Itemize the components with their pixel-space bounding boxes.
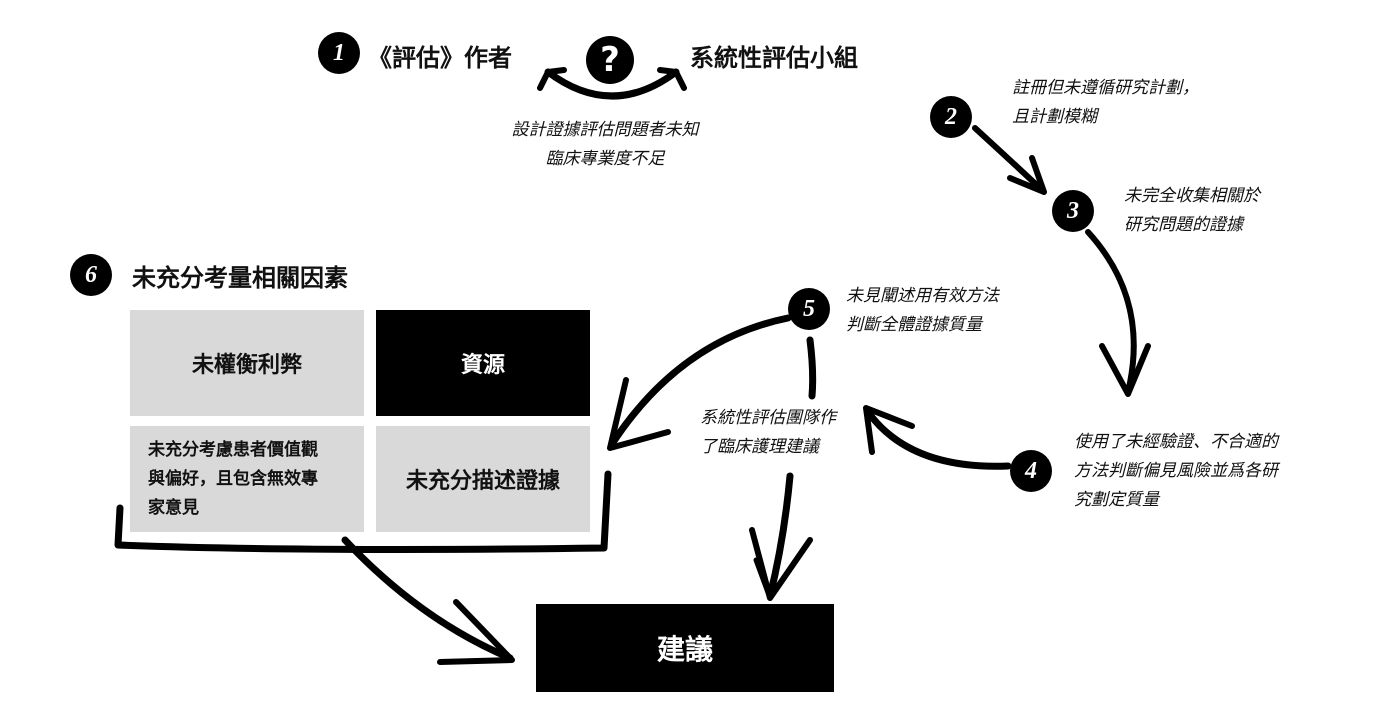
step-4-note-line: 使用了未經驗證、不合適的 — [1074, 432, 1278, 452]
arrow-factors-to-recommendation — [341, 536, 514, 662]
box-patient-values-line: 未充分考慮患者價值觀 — [148, 439, 318, 460]
step-3-note-line: 研究問題的證據 — [1124, 215, 1243, 235]
top-note: 設計證據評估問題者未知 臨床專業度不足 — [470, 116, 740, 174]
team-label: 系統性評估小組 — [690, 43, 858, 72]
box-resources: 資源 — [376, 310, 590, 416]
step-6-badge: 6 — [70, 254, 112, 296]
step-2-badge: 2 — [930, 96, 972, 138]
arrow-5-to-factors — [608, 314, 792, 448]
team-care-note-line: 了臨床護理建議 — [700, 437, 819, 457]
step-5-note-line: 判斷全體證據質量 — [846, 315, 982, 335]
step-4-badge: 4 — [1010, 450, 1052, 492]
step-5-badge: 5 — [788, 288, 830, 330]
arrow-2-to-3 — [972, 125, 1045, 193]
step-2-note-line: 且計劃模糊 — [1012, 107, 1097, 127]
recommendation-box: 建議 — [536, 604, 834, 692]
step-5-note: 未見闡述用有效方法 判斷全體證據質量 — [846, 282, 999, 340]
step-4-note-line: 方法判斷偏見風險並爲各研 — [1074, 461, 1278, 481]
step-1-badge: 1 — [318, 32, 360, 74]
step-3-note: 未完全收集相關於 研究問題的證據 — [1124, 182, 1260, 240]
line-5-down — [806, 336, 817, 400]
box-evidence: 未充分描述證據 — [376, 426, 590, 532]
step-3-badge: 3 — [1052, 190, 1094, 232]
box-balance: 未權衡利弊 — [130, 310, 364, 416]
team-care-note-line: 系統性評估團隊作 — [700, 408, 836, 428]
step-4-note-line: 究劃定質量 — [1074, 490, 1159, 510]
step-2-note: 註冊但未遵循研究計劃， 且計劃模糊 — [1012, 74, 1199, 132]
box-patient-values-line: 家意見 — [148, 497, 199, 518]
factors-title: 未充分考量相關因素 — [132, 263, 348, 292]
top-note-line: 設計證據評估問題者未知 — [511, 120, 699, 140]
box-patient-values: 未充分考慮患者價值觀 與偏好，且包含無效專 家意見 — [130, 426, 364, 532]
step-5-note-line: 未見闡述用有效方法 — [846, 286, 999, 306]
arrow-4-to-team — [864, 408, 1012, 470]
top-note-line: 臨床專業度不足 — [545, 149, 665, 169]
author-label: 《評估》作者 — [368, 43, 512, 72]
factors-bracket — [114, 470, 612, 553]
arrow-3-to-4 — [1085, 229, 1137, 395]
box-patient-values-line: 與偏好，且包含無效專 — [148, 468, 318, 489]
team-care-note: 系統性評估團隊作 了臨床護理建議 — [700, 404, 836, 462]
question-mark-icon: ? — [586, 36, 634, 84]
author-team-curved-arrow — [544, 68, 680, 100]
step-4-note: 使用了未經驗證、不合適的 方法判斷偏見風險並爲各研 究劃定質量 — [1074, 428, 1278, 515]
step-2-note-line: 註冊但未遵循研究計劃， — [1012, 78, 1199, 98]
arrow-team-to-recommendation — [766, 472, 794, 600]
step-3-note-line: 未完全收集相關於 — [1124, 186, 1260, 206]
